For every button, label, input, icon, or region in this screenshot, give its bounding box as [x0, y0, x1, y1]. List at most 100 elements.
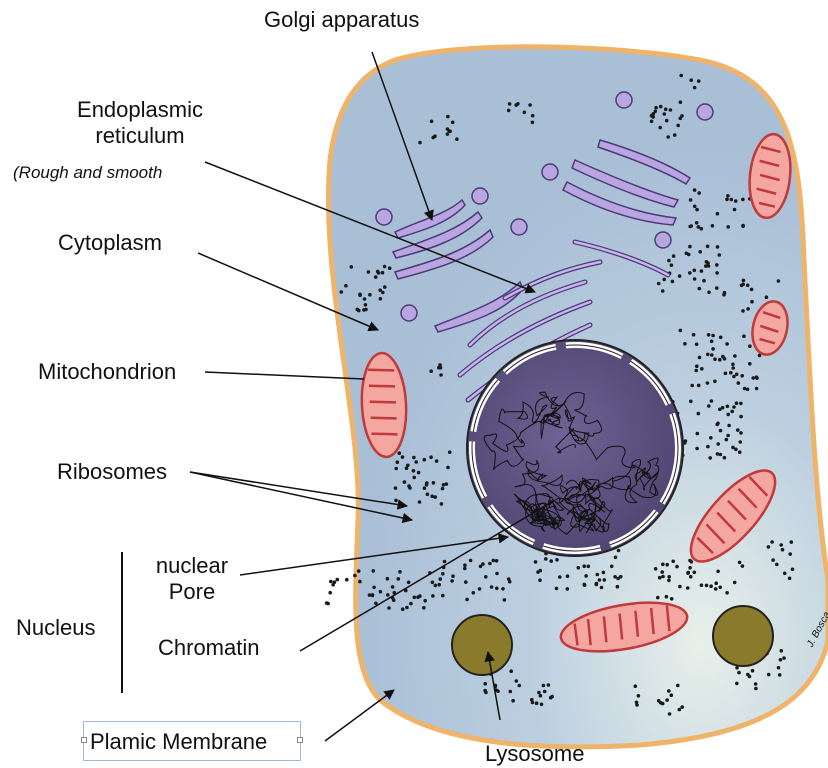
ribosome-dot — [671, 280, 675, 284]
ribosome-dot — [425, 483, 429, 487]
ribosome-dot — [726, 434, 730, 438]
ribosome-dot — [695, 343, 699, 347]
ribosome-dot — [381, 291, 385, 295]
ribosome-dot — [650, 114, 654, 118]
ribosome-dot — [706, 381, 710, 385]
ribosome-dot — [731, 366, 735, 370]
ribosome-dot — [723, 456, 727, 460]
ribosome-dot — [344, 284, 348, 288]
ribosome-dot — [340, 290, 344, 294]
ribosome-dot — [523, 111, 527, 115]
ribosome-dot — [616, 585, 620, 589]
right-resize-handle[interactable] — [297, 737, 303, 743]
ribosome-dot — [472, 591, 476, 595]
ribosome-dot — [584, 574, 588, 578]
ribosome-dot — [718, 358, 722, 362]
ribosome-dot — [733, 581, 737, 585]
ribosome-dot — [654, 567, 658, 571]
ribosome-dot — [688, 566, 692, 570]
ribosome-dot — [602, 571, 606, 575]
ribosome-dot — [698, 250, 702, 254]
ribosome-dot — [707, 333, 711, 337]
ribosome-dot — [693, 277, 697, 281]
ribosome-dot — [700, 227, 704, 231]
ribosome-dot — [731, 446, 735, 450]
ribosome-dot — [509, 669, 513, 673]
ribosome-dot — [709, 584, 713, 588]
ribosome-dot — [779, 658, 783, 662]
ribosome-dot — [617, 549, 621, 553]
ribosome-dot — [331, 583, 335, 587]
ribosome-dot — [405, 466, 409, 470]
ribosome-dot — [738, 561, 742, 565]
ribosome-dot — [739, 402, 743, 406]
ribosome-dot — [711, 224, 715, 228]
ribosome-dot — [740, 374, 744, 378]
ribosome-dot — [731, 363, 735, 367]
ribosome-dot — [488, 562, 492, 566]
ribosome-dot — [495, 587, 499, 591]
ribosome-dot — [429, 369, 433, 373]
ribosome-dot — [661, 289, 665, 293]
ribosome-dot — [713, 380, 717, 384]
ribosome-dot — [750, 300, 754, 304]
ribosome-dot — [661, 575, 665, 579]
ribosome-dot — [407, 581, 411, 585]
ribosome-dot — [739, 431, 743, 435]
ribosome-dot — [765, 295, 769, 299]
ribosome-dot — [718, 586, 722, 590]
ribosome-dot — [746, 307, 750, 311]
ribosome-dot — [719, 429, 723, 433]
ribosome-dot — [483, 689, 487, 693]
ribosome-dot — [748, 362, 752, 366]
ribosome-dot — [714, 581, 718, 585]
ribosome-dot — [722, 293, 726, 297]
ribosome-dot — [397, 577, 401, 581]
ribosome-dot — [706, 445, 710, 449]
ribosome-dot — [325, 601, 329, 605]
ribosome-dot — [484, 575, 488, 579]
ribosome-dot — [544, 557, 548, 561]
ribosome-dot — [508, 102, 512, 106]
ribosome-dot — [670, 693, 674, 697]
ribosome-dot — [537, 691, 541, 695]
ribosome-dot — [693, 188, 697, 192]
ribosome-dot — [387, 606, 391, 610]
ribosome-dot — [686, 571, 690, 575]
label-plasma-membrane: Plamic Membrane — [90, 729, 267, 755]
label-lysosome: Lysosome — [485, 741, 584, 767]
ribosome-dot — [350, 265, 354, 269]
ribosome-dot — [710, 340, 714, 344]
ribosome-dot — [372, 586, 376, 590]
ribosome-dot — [667, 579, 671, 583]
ribosome-dot — [742, 279, 746, 283]
ribosome-dot — [435, 459, 439, 463]
ribosome-dot — [739, 440, 743, 444]
ribosome-dot — [771, 558, 775, 562]
ribosome-dot — [659, 105, 663, 109]
ribosome-dot — [690, 384, 694, 388]
ribosome-dot — [431, 581, 435, 585]
ribosome-dot — [659, 701, 663, 705]
ribosome-dot — [741, 283, 745, 287]
ribosome-dot — [530, 698, 534, 702]
ribosome-dot — [531, 121, 535, 125]
plasma-membrane-textbox[interactable]: Plamic Membrane — [83, 721, 301, 761]
ribosome-dot — [667, 575, 671, 579]
ribosome-dot — [726, 225, 730, 229]
ribosome-dot — [695, 447, 699, 451]
ribosome-dot — [665, 698, 669, 702]
ribosome-dot — [448, 450, 452, 454]
ribosome-dot — [481, 562, 485, 566]
ribosome-dot — [658, 576, 662, 580]
ribosome-dot — [408, 486, 412, 490]
ribosome-dot — [463, 567, 467, 571]
ribosome-dot — [495, 572, 499, 576]
left-resize-handle[interactable] — [81, 737, 87, 743]
ribosome-dot — [714, 587, 718, 591]
ribosome-dot — [741, 198, 745, 202]
ribosome-dot — [469, 559, 473, 563]
ribosome-dot — [614, 556, 618, 560]
label-chromatin: Chromatin — [158, 635, 259, 661]
ribosome-dot — [501, 587, 505, 591]
